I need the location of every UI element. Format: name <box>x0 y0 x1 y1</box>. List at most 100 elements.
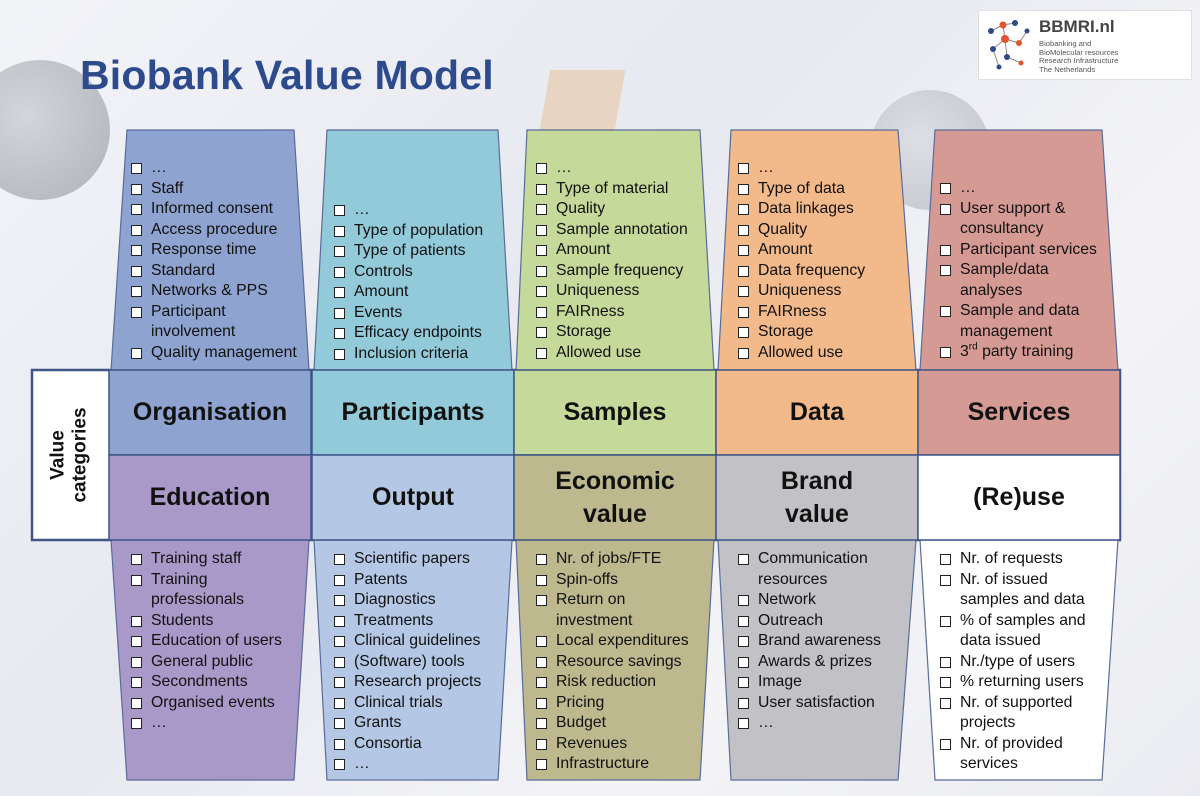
list-item: Budget <box>534 713 689 734</box>
list-item: professionals <box>151 591 245 608</box>
list-item: Data frequency <box>736 261 865 282</box>
list-item: % of samples and <box>938 611 1086 632</box>
list-item: Resource savings <box>534 652 689 673</box>
list-item: Spin-offs <box>534 570 689 591</box>
list-item: Uniqueness <box>736 281 865 302</box>
list-item: Brand awareness <box>736 631 881 652</box>
list-item: management <box>960 322 1053 340</box>
value-categories-line2: categories <box>70 407 92 503</box>
value-label-organisation: Education <box>109 455 311 540</box>
list-item: Nr. of issued <box>938 570 1086 591</box>
list-item: Grants <box>332 713 481 734</box>
category-label-data: Data <box>789 398 845 426</box>
category-cell-participants <box>311 369 515 456</box>
list-item: Clinical guidelines <box>332 631 481 652</box>
list-item: … <box>534 158 688 179</box>
list-item: Awards & prizes <box>736 652 881 673</box>
list-item: Standard <box>129 261 297 282</box>
list-item: Nr. of requests <box>938 549 1086 570</box>
list-item: … <box>938 178 1097 199</box>
list-item: % returning users <box>938 672 1086 693</box>
list-item: … <box>129 158 297 179</box>
list-item: Students <box>129 611 282 632</box>
category-label-services: Services <box>967 398 1071 426</box>
ordinal-suffix: rd <box>968 341 978 353</box>
list-item: Type of patients <box>332 241 483 262</box>
list-item: Informed consent <box>129 199 297 220</box>
list-item: Education of users <box>129 631 282 652</box>
list-item: Data linkages <box>736 199 865 220</box>
category-cell-organisation <box>108 369 312 456</box>
category-label-organisation: Organisation <box>132 398 288 426</box>
list-item: Outreach <box>736 611 881 632</box>
list-item: 3rd party training <box>938 342 1097 363</box>
value-label-line2: value <box>583 499 647 528</box>
value-categories-line1: Value <box>48 430 70 480</box>
list-item: Inclusion criteria <box>332 344 483 365</box>
list-item: … <box>129 713 282 734</box>
list-item: Access procedure <box>129 220 297 241</box>
category-cell-samples <box>513 369 717 456</box>
list-item-text: party training <box>977 343 1074 360</box>
category-cell-bottom-participants <box>311 454 515 541</box>
list-item: Response time <box>129 240 297 261</box>
value-label-line1: Output <box>372 483 454 511</box>
list-item: Infrastructure <box>534 754 689 775</box>
list-item: Nr. of supported <box>938 693 1086 714</box>
list-item: services <box>960 755 1018 772</box>
list-item: Sample frequency <box>534 261 688 282</box>
list-item: Pricing <box>534 693 689 714</box>
category-cell-bottom-data <box>715 454 919 541</box>
list-item: Nr. of jobs/FTE <box>534 549 689 570</box>
list-item: Patents <box>332 570 481 591</box>
category-cell-bottom-samples <box>513 454 717 541</box>
list-item: Participant services <box>938 240 1097 261</box>
list-item: Sample/data <box>938 260 1097 281</box>
list-item: Treatments <box>332 611 481 632</box>
page-title: Biobank Value Model <box>80 52 494 98</box>
list-item: Training <box>129 570 282 591</box>
list-item: Secondments <box>129 672 282 693</box>
value-label-line1: (Re)use <box>973 483 1065 511</box>
logo-name: BBMRI.nl <box>1039 17 1115 36</box>
list-item: Image <box>736 672 881 693</box>
value-label-services: (Re)use <box>918 455 1120 540</box>
list-item: FAIRness <box>736 302 865 323</box>
list-item: Quality <box>534 199 688 220</box>
list-item: General public <box>129 652 282 673</box>
category-cell-services <box>917 369 1121 456</box>
category-label-participants: Participants <box>341 398 485 426</box>
list-item: Storage <box>736 322 865 343</box>
list-item: Sample annotation <box>534 220 688 241</box>
list-item: Allowed use <box>736 343 865 364</box>
list-item: analyses <box>960 281 1023 299</box>
list-item: Sample and data <box>938 301 1097 322</box>
value-label-line1: Brand <box>780 466 854 495</box>
list-item: Type of data <box>736 179 865 200</box>
value-label-data: Brand value <box>716 455 918 540</box>
list-item: Network <box>736 590 881 611</box>
list-item: FAIRness <box>534 302 688 323</box>
list-item: User satisfaction <box>736 693 881 714</box>
list-item: Nr./type of users <box>938 652 1086 673</box>
logo-subtitle: Biobanking and BioMolecular resources Re… <box>1039 39 1119 74</box>
list-item: Participant <box>129 302 297 323</box>
list-item: Quality <box>736 220 865 241</box>
list-item: Quality management <box>129 343 297 364</box>
value-label-line2: value <box>785 499 849 528</box>
value-label-participants: Output <box>312 455 514 540</box>
list-item: Communication <box>736 549 881 570</box>
network-logo-icon <box>988 20 1030 70</box>
list-item: projects <box>960 714 1016 731</box>
value-label-line1: Education <box>149 483 271 511</box>
list-item: Consortia <box>332 734 481 755</box>
list-item: … <box>332 200 483 221</box>
